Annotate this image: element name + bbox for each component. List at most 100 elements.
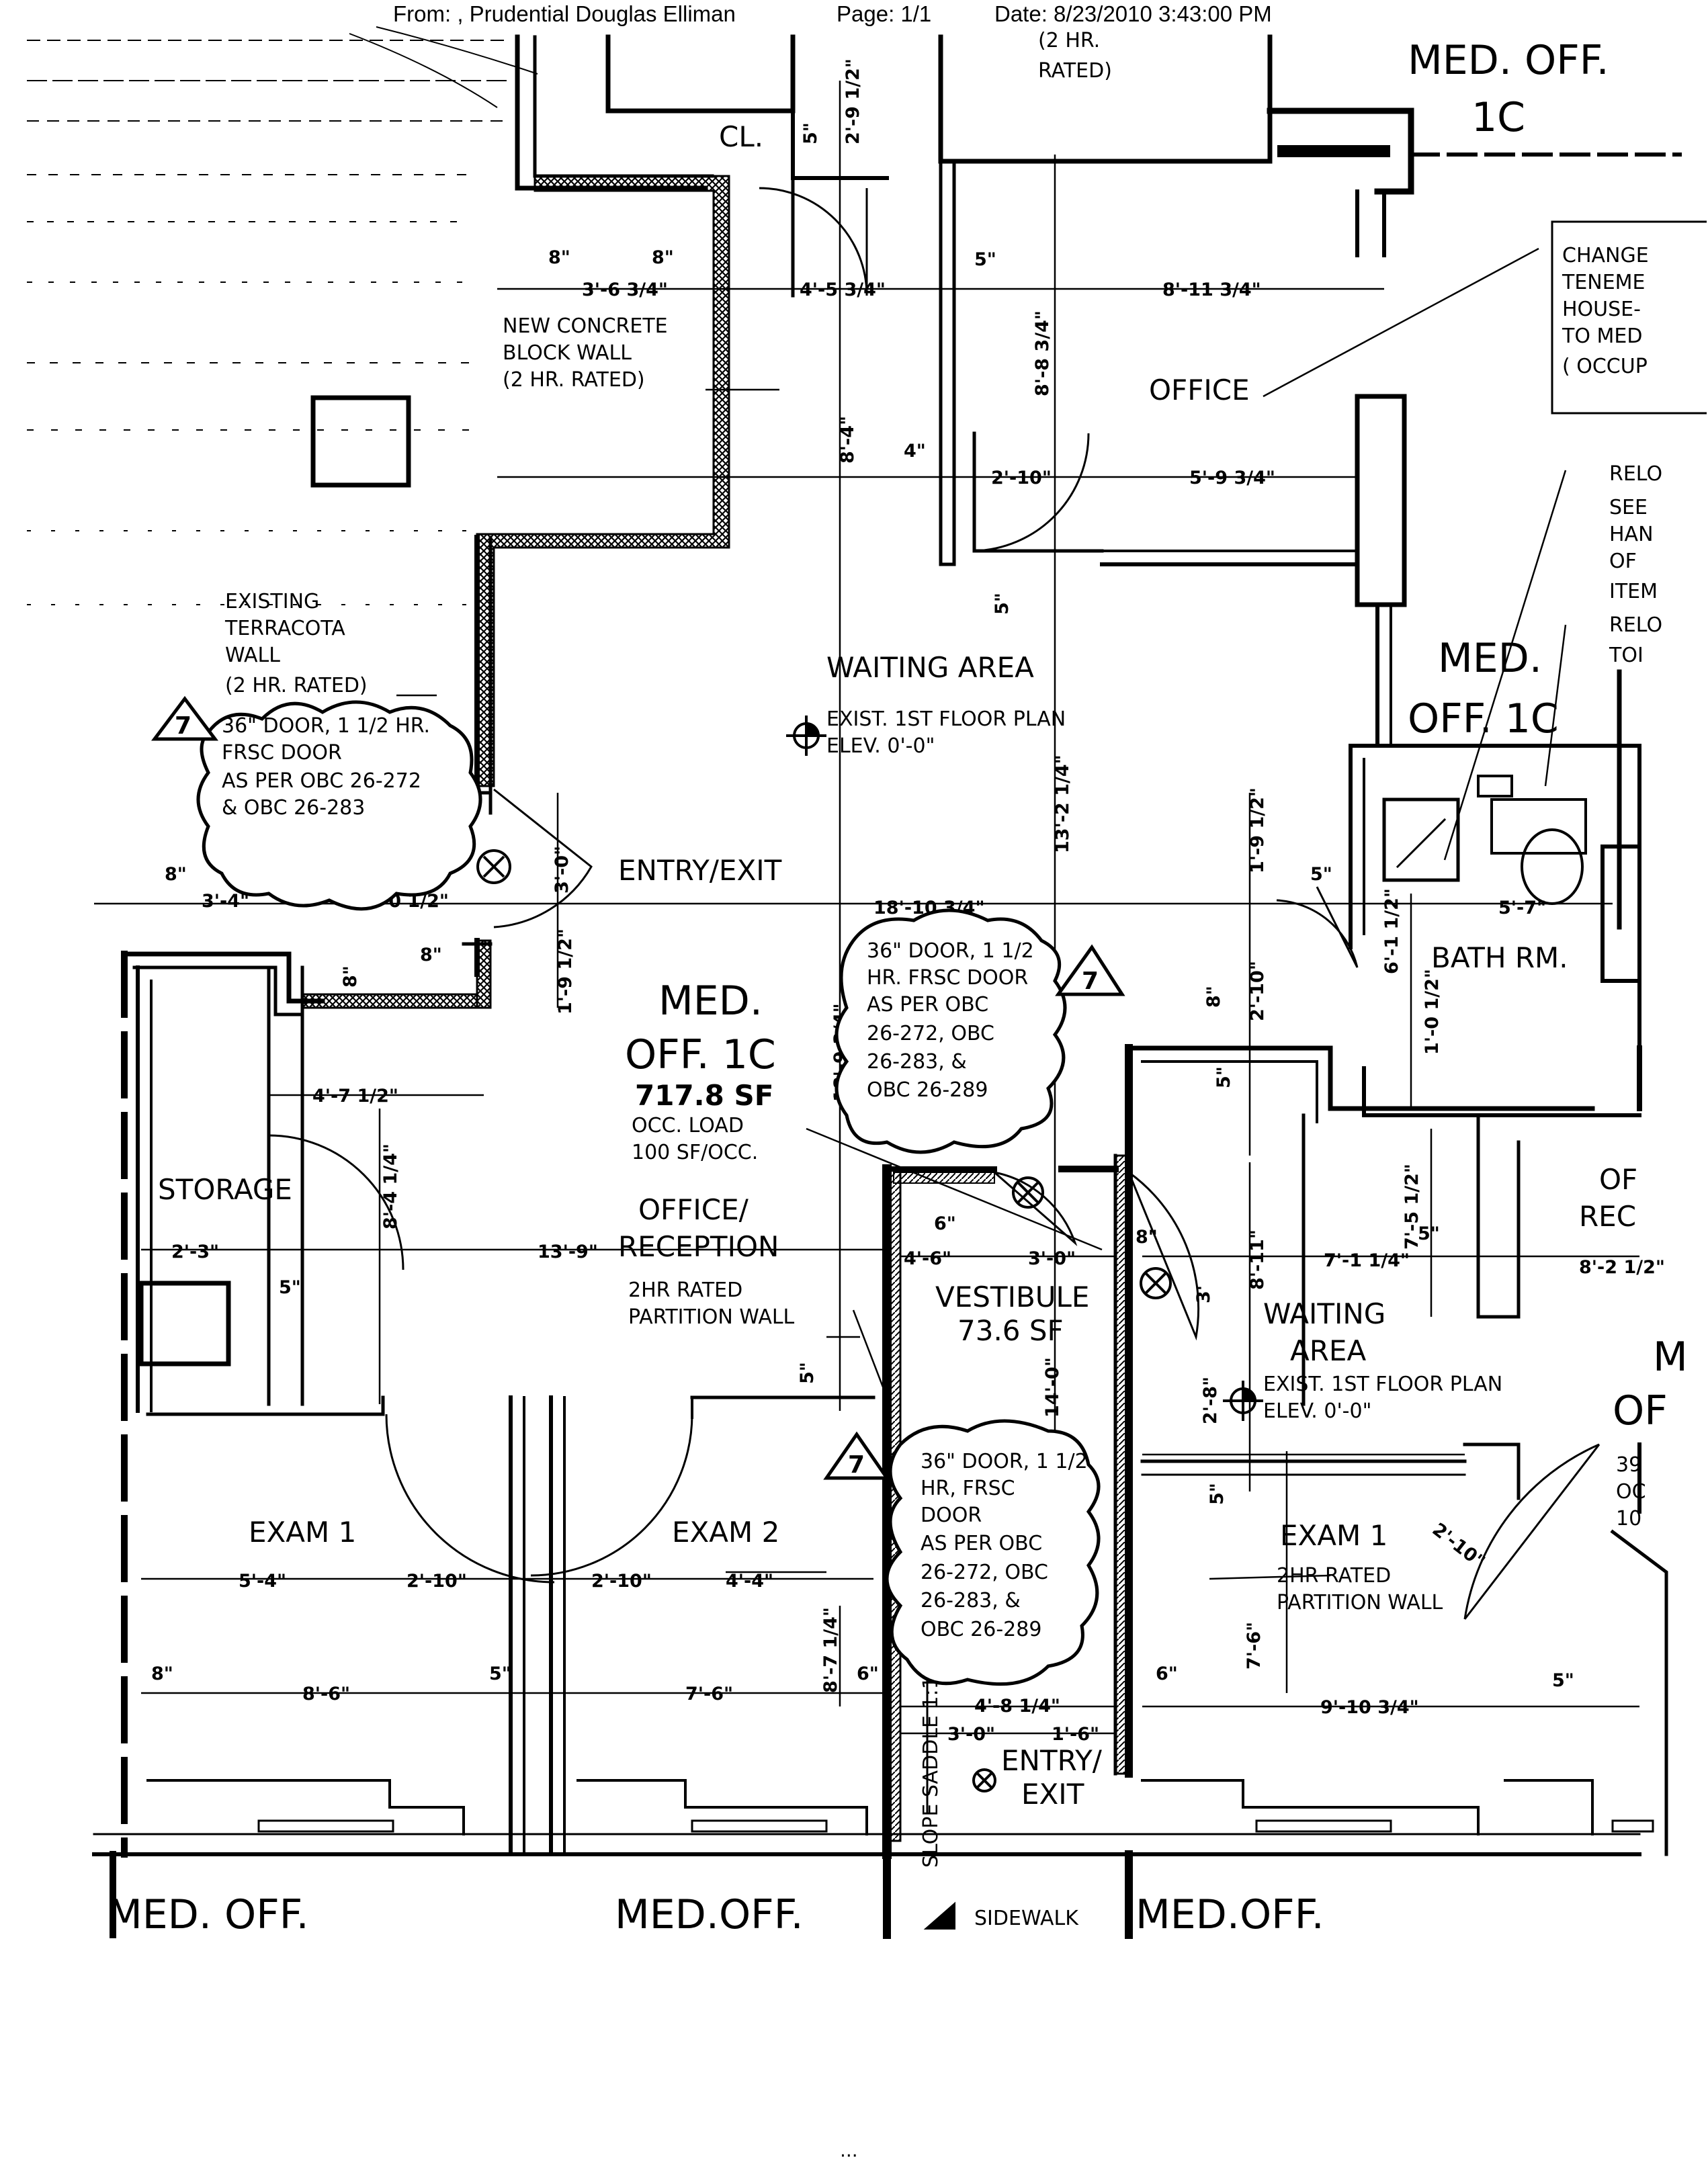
dim-label: 2'-8" (1200, 1377, 1221, 1424)
dim-label: 4'-6" (904, 1248, 951, 1269)
dim-label: 7'-1 1/4" (1324, 1250, 1410, 1271)
med-off-1c-title: MED. (658, 978, 763, 1025)
bath-room-label: BATH RM. (1431, 941, 1568, 974)
note-partition-wall-right: 2HR RATED (1277, 1564, 1391, 1588)
dim-label: 5" (1310, 864, 1332, 885)
relocate-note-line: HAN (1609, 523, 1654, 546)
door-note-middle-line: 36" DOOR, 1 1/2 (867, 939, 1034, 963)
notes: (2 HR. RATED) NEW CONCRETE BLOCK WALL (2… (224, 29, 1502, 1614)
dim-label: 5" (279, 1277, 301, 1298)
dim-label: 5" (489, 1663, 511, 1684)
dim-label: 4'-5 3/4" (800, 279, 886, 300)
dim-label: 2'-10" (1428, 1519, 1489, 1573)
change-note-line: ( OCCUP (1562, 355, 1648, 378)
dim-label: 7'-6" (1244, 1622, 1265, 1670)
slope-saddle-label: SLOPE SADDLE 1:12 (919, 1663, 943, 1868)
med-off-bottom-mid-label: MED.OFF. (615, 1891, 804, 1938)
med-off-top-label-2: 1C (1471, 94, 1525, 141)
dim-label: 8" (652, 247, 674, 268)
dim-label: 7'-6" (685, 1684, 733, 1704)
note-new-block-wall-3: (2 HR. RATED) (503, 368, 645, 392)
relocate-note-line: SEE (1609, 496, 1648, 519)
dim-label: 4" (904, 441, 926, 462)
dim-label: 6" (934, 1213, 956, 1234)
door-note-lower-line: DOOR (921, 1504, 982, 1527)
waiting-area-label: WAITING AREA (826, 651, 1034, 684)
exam1-left-label: EXAM 1 (249, 1516, 356, 1549)
fax-header: From: , Prudential Douglas Elliman Page:… (393, 1, 1272, 26)
area-label: 717.8 SF (635, 1079, 773, 1112)
dim-label: 13'-2 1/4" (1052, 754, 1073, 853)
note-terracota-4: (2 HR. RATED) (225, 674, 368, 697)
dim-label: 3'-0" (947, 1724, 995, 1745)
dim-label: 3'-0" (1028, 1248, 1076, 1269)
note-hr-rated-top-2: RATED) (1038, 59, 1112, 83)
dim-label: 9'-10 3/4" (1320, 1697, 1419, 1718)
dim-label: 5" (800, 122, 821, 144)
dim-label: 8" (1136, 1227, 1158, 1248)
door-note-lower-line: AS PER OBC (921, 1532, 1042, 1555)
door-note-lower-line: 26-283, & (921, 1589, 1021, 1612)
note-exist-plan-right-2: ELEV. 0'-0" (1263, 1399, 1371, 1423)
dim-label: 8" (548, 247, 570, 268)
dim-label: 1'-9 1/2" (555, 928, 576, 1014)
note-terracota-3: WALL (225, 644, 280, 667)
med-off-cut-note: 39 (1616, 1453, 1641, 1477)
door-note-lower-line: HR, FRSC (921, 1477, 1015, 1500)
door-note-lower-line: OBC 26-289 (921, 1618, 1041, 1641)
revision-tag-left: 7 (175, 712, 191, 740)
dim-label: 5" (1207, 1483, 1228, 1505)
note-partition-wall-2: PARTITION WALL (628, 1305, 795, 1329)
door-swings (268, 187, 1600, 1814)
med-off-bottom-left-label: MED. OFF. (108, 1891, 309, 1938)
dim-label: 8'-4" (837, 416, 858, 464)
dim-label: 1'-0 1/2" (1422, 969, 1443, 1055)
door-note-left-line: 36" DOOR, 1 1/2 HR. (222, 714, 430, 738)
relocate-note-line: RELO (1609, 462, 1662, 486)
dim-label: 8" (151, 1663, 173, 1684)
exam2-label: EXAM 2 (672, 1516, 779, 1549)
note-hr-rated-top: (2 HR. (1038, 29, 1100, 52)
sidewalk-label: SIDEWALK (974, 1907, 1079, 1930)
note-partition-wall-right-2: PARTITION WALL (1277, 1591, 1443, 1614)
closet-label: CL. (719, 120, 763, 153)
dim-label: 2'-10" (407, 1571, 467, 1592)
dim-label: 8" (420, 945, 442, 965)
dim-label: 4'-7 1/2" (312, 1086, 398, 1107)
dim-label: 5'-9 3/4" (1189, 468, 1275, 488)
med-off-cut-label: M (1653, 1334, 1688, 1381)
dim-label: 3'-0" (552, 846, 572, 894)
office-reception-cut-label-2: REC (1579, 1200, 1636, 1233)
revision-cloud-left: 7 36" DOOR, 1 1/2 HR. FRSC DOOR AS PER O… (151, 695, 482, 911)
office-label: OFFICE (1149, 374, 1250, 406)
change-note-line: TENEME (1562, 271, 1646, 294)
revision-tag-middle: 7 (1082, 967, 1099, 995)
change-occupancy-note: CHANGE TENEME HOUSE- TO MED ( OCCUP (1551, 220, 1707, 415)
dim-label: 2'-10" (1247, 961, 1268, 1021)
dim-label: 2'-3" (171, 1242, 219, 1262)
entry-exit-bottom-label-2: EXIT (1021, 1778, 1084, 1811)
dim-label: 5" (1213, 1066, 1234, 1088)
column-box (310, 395, 411, 488)
dim-label: 8'-4 1/4" (380, 1143, 401, 1229)
waiting-area-right-label-2: AREA (1290, 1334, 1366, 1367)
dim-label: 6'-1 1/2" (1381, 888, 1402, 974)
dim-label: 7'-5 1/2" (1402, 1164, 1422, 1250)
entry-exit-label: ENTRY/EXIT (618, 854, 782, 887)
note-exist-plan-right: EXIST. 1ST FLOOR PLAN (1263, 1373, 1502, 1396)
note-partition-wall: 2HR RATED (628, 1279, 742, 1302)
note-new-block-wall: NEW CONCRETE (503, 314, 668, 338)
dim-label: 5" (992, 593, 1013, 615)
door-note-lower-line: 26-272, OBC (921, 1561, 1048, 1584)
dim-label: 3' (1193, 1285, 1214, 1303)
dim-label: 5" (797, 1362, 818, 1384)
dim-label: 8" (340, 965, 361, 988)
vestibule-area-label: 73.6 SF (957, 1314, 1064, 1347)
door-note-middle-line: OBC 26-289 (867, 1078, 988, 1102)
footer-mark: ... (840, 2139, 858, 2161)
change-note-line: CHANGE (1562, 244, 1649, 267)
occ-rate-label: 100 SF/OCC. (632, 1141, 758, 1164)
walls (92, 34, 1682, 1939)
storage-label: STORAGE (158, 1173, 292, 1206)
office-reception-label: OFFICE/ (638, 1193, 749, 1226)
